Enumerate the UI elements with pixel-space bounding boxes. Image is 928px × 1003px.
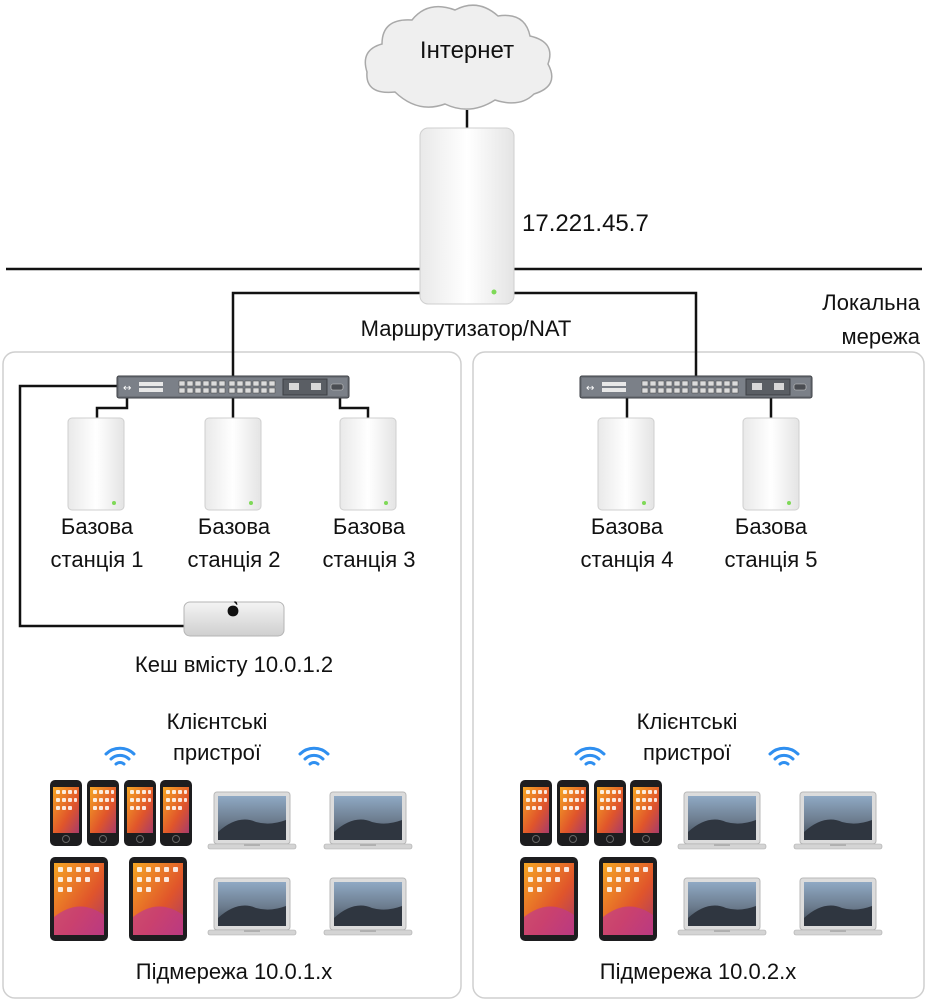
left-subnet-label: Підмережа 10.0.1.x: [135, 959, 333, 984]
router-to-left-switch: [231, 291, 420, 376]
phone: [123, 779, 157, 847]
base-station-4: [597, 417, 655, 511]
internet-cloud: [364, 4, 553, 110]
wifi-icon: [298, 746, 330, 766]
phone: [629, 779, 663, 847]
station-4-label-line2: станція 4: [580, 547, 674, 572]
base-station-2: [204, 417, 262, 511]
base-station-5: [742, 417, 800, 511]
laptop: [793, 877, 883, 936]
laptop: [323, 877, 413, 936]
laptop: [207, 791, 297, 850]
lan-label-line1: Локальна: [822, 290, 920, 315]
right-subnet-label: Підмережа 10.0.2.x: [599, 959, 797, 984]
lan-label-line2: мережа: [841, 324, 920, 349]
station-5-label-line2: станція 5: [724, 547, 818, 572]
right-clients-label-line2: пристрої: [642, 740, 732, 765]
left-client-devices: [49, 779, 413, 941]
wifi-icon: [768, 746, 800, 766]
phone: [86, 779, 120, 847]
router-label: Маршрутизатор/NAT: [360, 316, 572, 341]
right-client-devices: [519, 779, 883, 941]
wifi-icon: [104, 746, 136, 766]
tablet: [50, 857, 108, 941]
laptop: [677, 877, 767, 936]
left-switch-to-station-1: [95, 398, 129, 418]
left-clients-label-line1: Клієнтські: [166, 709, 268, 734]
phone: [49, 779, 83, 847]
right-clients-label-line1: Клієнтські: [636, 709, 738, 734]
station-2-label-line2: станція 2: [187, 547, 281, 572]
station-3-label-line1: Базова: [332, 514, 406, 539]
cache-label: Кеш вмісту 10.0.1.2: [134, 652, 334, 677]
apple-logo-icon: [227, 601, 239, 617]
router-status-led: [491, 289, 497, 295]
left-clients-label-line2: пристрої: [172, 740, 262, 765]
router-to-right-switch: [512, 291, 698, 376]
left-switch-to-station-3: [338, 398, 370, 418]
phone: [556, 779, 590, 847]
internet-label: Інтернет: [419, 37, 515, 64]
station-1-label-line2: станція 1: [50, 547, 144, 572]
router-device: [419, 127, 515, 305]
station-3-label-line2: станція 3: [322, 547, 416, 572]
station-2-label-line1: Базова: [197, 514, 271, 539]
left-switch: [116, 375, 350, 399]
laptop: [793, 791, 883, 850]
tablet: [129, 857, 187, 941]
cache-link: [18, 384, 186, 628]
station-1-label-line1: Базова: [60, 514, 134, 539]
right-subnet-panel: [472, 351, 925, 999]
phone: [519, 779, 553, 847]
tablet: [599, 857, 657, 941]
content-cache-mac-mini: [183, 601, 285, 637]
wifi-icon: [574, 746, 606, 766]
station-4-label-line1: Базова: [590, 514, 664, 539]
laptop: [323, 791, 413, 850]
tablet: [520, 857, 578, 941]
router-ip-label: 17.221.45.7: [522, 210, 649, 237]
laptop: [207, 877, 297, 936]
base-station-1: [67, 417, 125, 511]
phone: [159, 779, 193, 847]
right-switch: [579, 375, 813, 399]
base-station-3: [339, 417, 397, 511]
phone: [593, 779, 627, 847]
station-5-label-line1: Базова: [734, 514, 808, 539]
laptop: [677, 791, 767, 850]
